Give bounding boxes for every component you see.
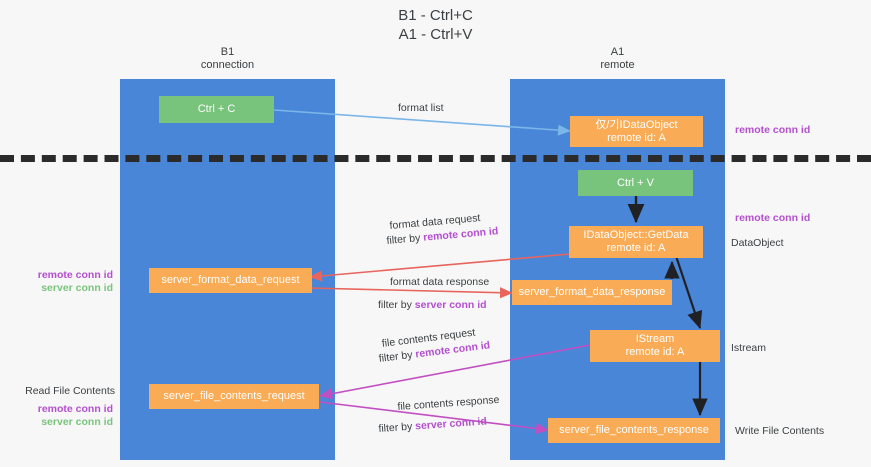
diagram-title: B1 - Ctrl+C A1 - Ctrl+V — [398, 7, 473, 43]
connector-getdata-to-istream — [674, 255, 703, 330]
connector-file-contents-request — [319, 344, 591, 400]
annotation-right-write-file-contents: Write File Contents — [735, 425, 825, 437]
annotation-right-istream: Istream — [731, 342, 767, 354]
connector-format-list — [273, 109, 571, 136]
filter-prefix: filter by — [378, 348, 417, 365]
annotation-right-dataobject: DataObject — [731, 237, 784, 249]
annotation-left-read-file-contents: Read File Contents — [25, 385, 115, 397]
node-ctrl-c[interactable]: Ctrl + C — [159, 96, 274, 123]
node-server-file-contents-response[interactable]: server_file_contents_response — [548, 418, 720, 443]
node-server-file-contents-request[interactable]: server_file_contents_request — [149, 384, 319, 409]
annotation-left-remote-conn-id-bottom: remote conn id — [37, 403, 113, 415]
filter-prefix: filter by — [386, 231, 424, 247]
phase-divider — [0, 155, 871, 162]
filter-prefix: filter by — [378, 299, 415, 311]
annotation-right-remote-conn-id-top: remote conn id — [735, 124, 811, 136]
annotation-left-server-conn-id-mid: server conn id — [41, 282, 113, 294]
edge-label-format-data-response-filter: filter by server conn id — [378, 298, 487, 313]
annotation-right-remote-conn-id-mid: remote conn id — [735, 212, 811, 224]
connector-file-contents-response — [319, 401, 549, 435]
annotation-left-remote-conn-id-mid: remote conn id — [37, 269, 113, 281]
node-idataobject-getdata[interactable]: IDataObject::GetData remote id: A — [569, 226, 703, 258]
connector-format-data-response — [309, 287, 513, 299]
node-istream[interactable]: IStream remote id: A — [590, 330, 720, 362]
lane-header-a1: A1 remote — [600, 46, 635, 71]
filter-key-server-conn-id: server conn id — [414, 415, 488, 433]
node-ctrl-v[interactable]: Ctrl + V — [578, 170, 693, 196]
node-server-format-data-request[interactable]: server_format_data_request — [149, 268, 312, 293]
filter-prefix: filter by — [378, 420, 416, 435]
connector-format-data-request — [309, 253, 571, 282]
filter-key-server-conn-id: server conn id — [414, 299, 487, 311]
node-server-format-data-response[interactable]: server_format_data_response — [512, 280, 672, 305]
node-idataobject-top[interactable]: 仅/기IDataObject remote id: A — [570, 116, 703, 147]
edge-label-format-data-response: format data response — [390, 276, 490, 288]
lane-header-b1: B1 connection — [200, 46, 255, 71]
edge-label-format-list: format list — [398, 102, 444, 114]
annotation-left-server-conn-id-bottom: server conn id — [41, 416, 113, 428]
